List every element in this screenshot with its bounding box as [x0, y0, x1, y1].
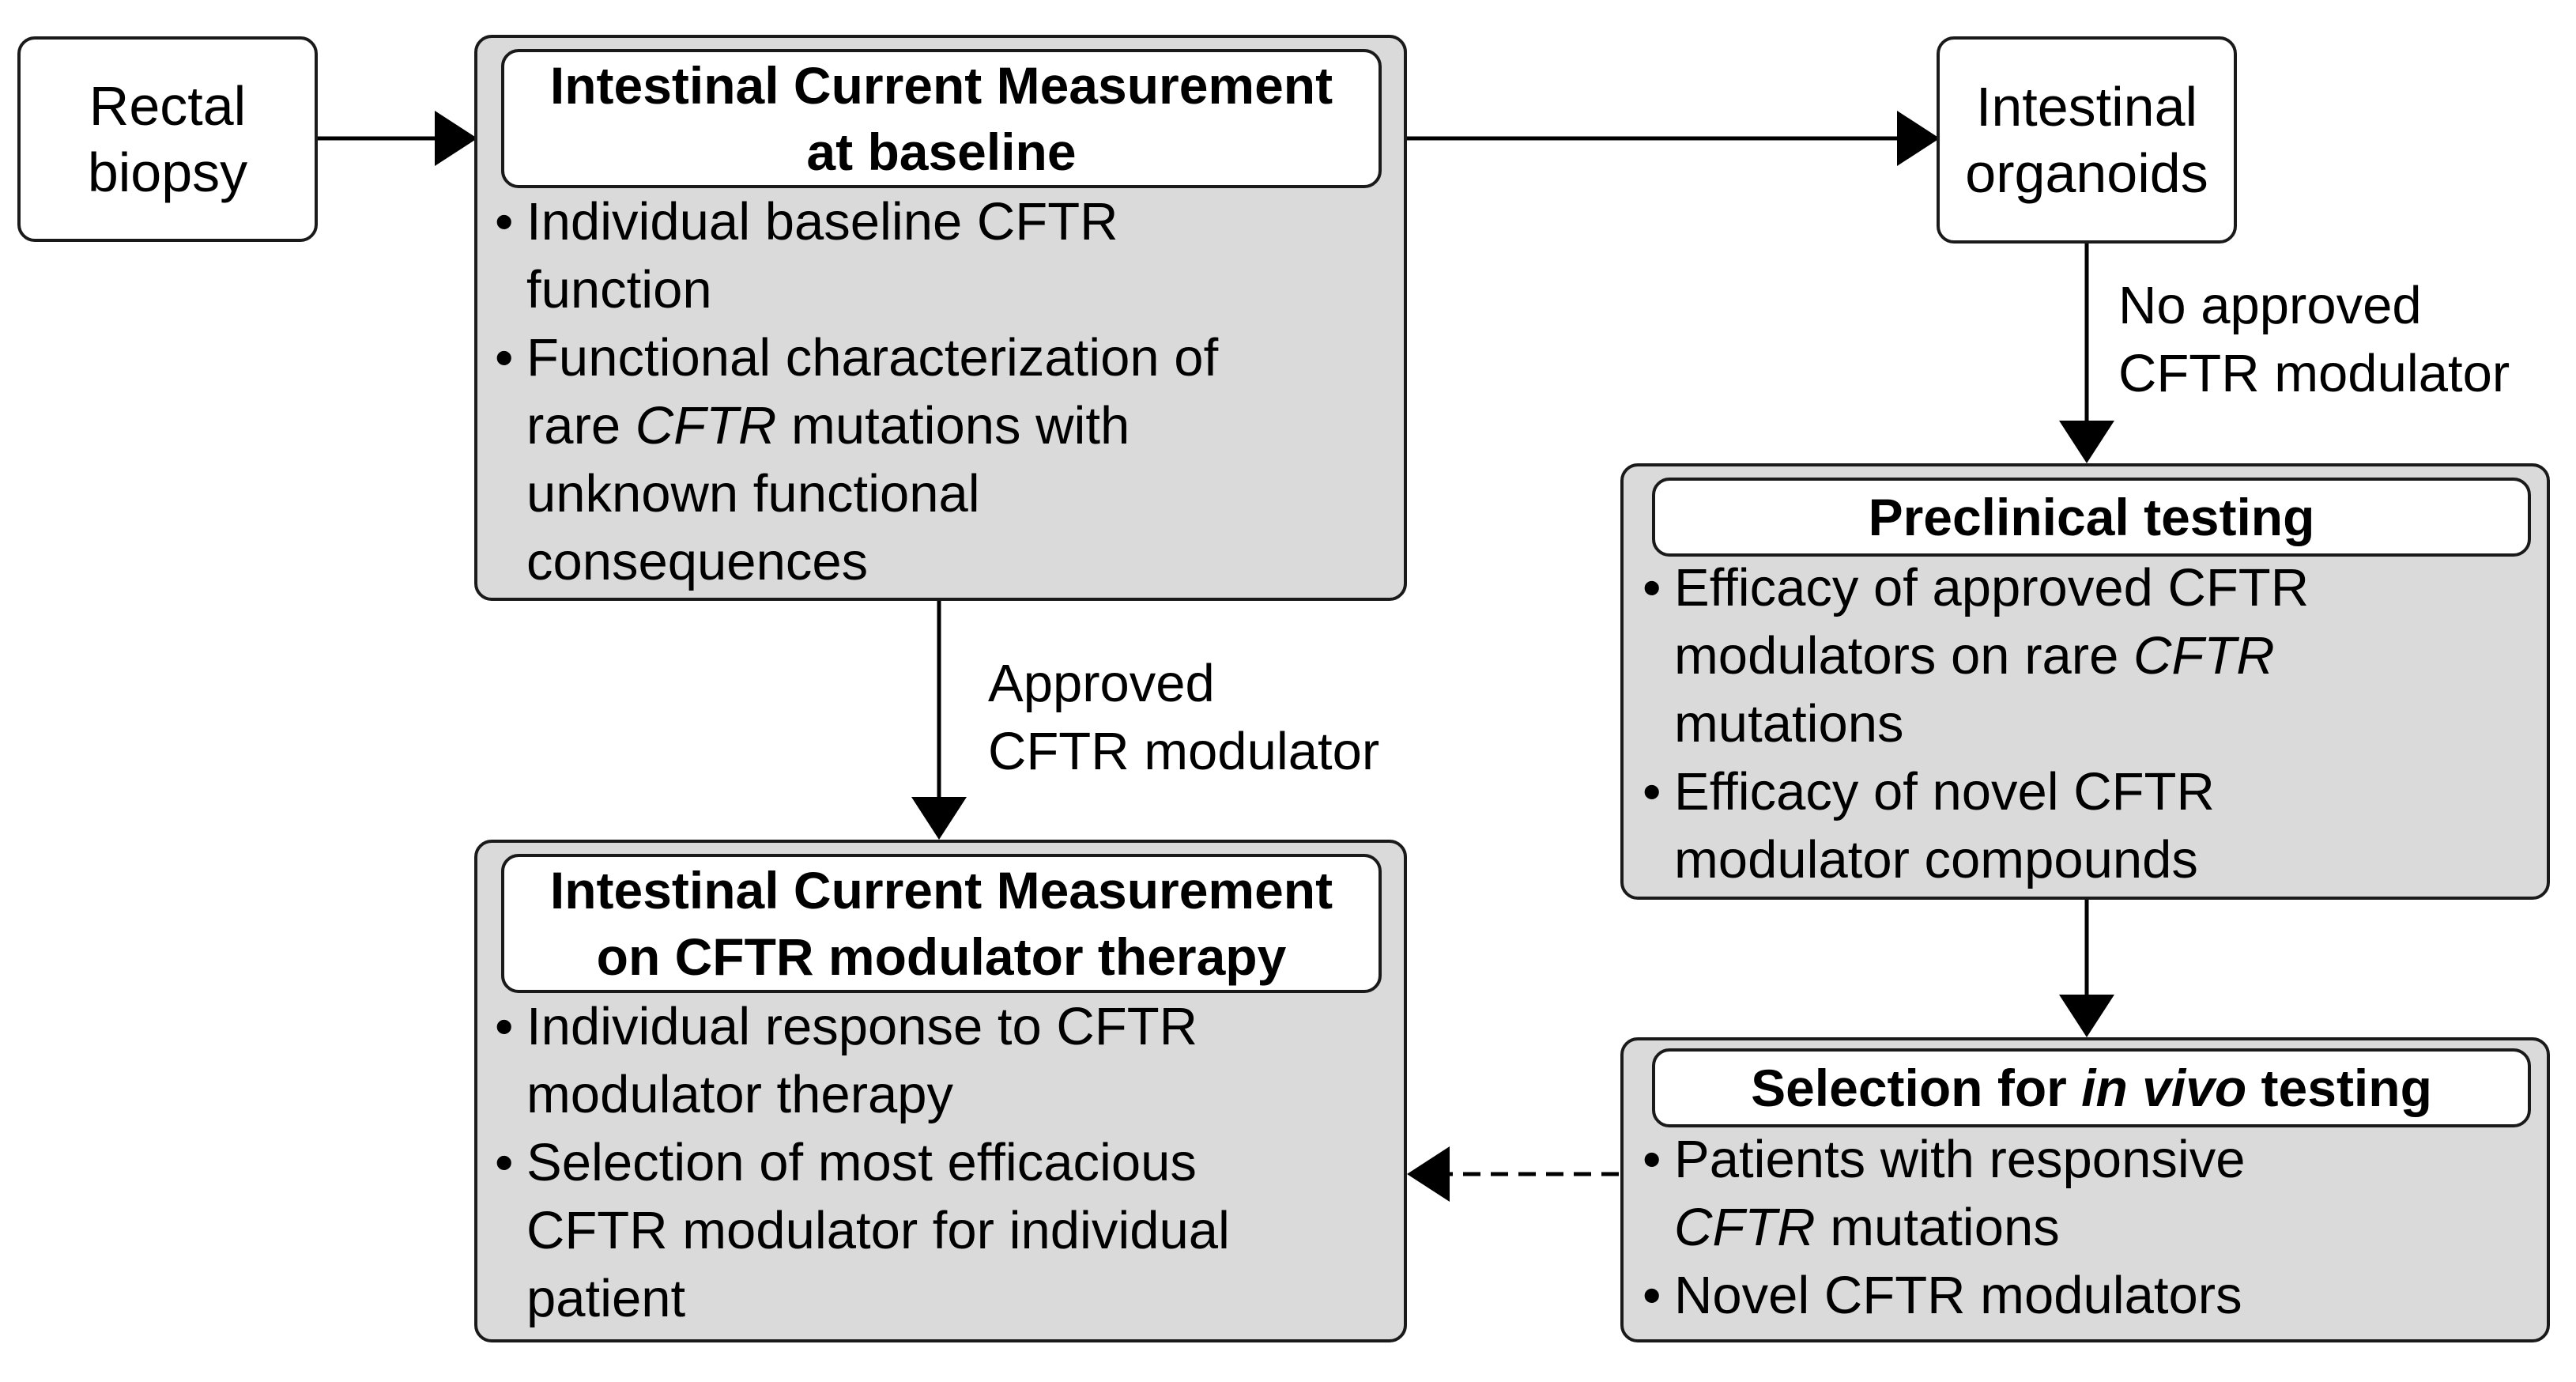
arrow-preclinical-to-selection: [2059, 900, 2114, 1037]
icm-baseline-bullet-text: Functional characterization of: [526, 328, 1219, 387]
selection-bullet-text: Novel CFTR modulators: [1674, 1266, 2242, 1325]
selection-header: Selection for in vivo testing: [1652, 1048, 2531, 1127]
icm-therapy-bullet-text: patient: [526, 1269, 686, 1328]
preclinical-node: Preclinical testing Efficacy of approved…: [1620, 463, 2550, 900]
icm-therapy-bullet-text: Selection of most efficacious: [526, 1133, 1197, 1192]
icm-baseline-header: Intestinal Current Measurement at baseli…: [501, 49, 1382, 188]
preclinical-title: Preclinical testing: [1868, 488, 2315, 546]
icm-baseline-bullet-text: function: [526, 260, 712, 319]
icm-baseline-node: Intestinal Current Measurement at baseli…: [474, 35, 1407, 601]
edge-label-approved: Approved CFTR modulator: [988, 650, 1379, 786]
edge-label-no-approved-line-2: CFTR modulator: [2118, 344, 2510, 403]
organoids-line-2: organoids: [1965, 142, 2208, 204]
preclinical-bullet-item: Efficacy of novel CFTR modulator compound…: [1636, 758, 2537, 894]
icm-baseline-bullet-text: rare: [526, 396, 636, 455]
selection-bullet-item: Novel CFTR modulators: [1636, 1262, 2537, 1330]
preclinical-bullet-text: modulator compounds: [1674, 830, 2198, 889]
dashed-arrow-selection-to-icm-therapy: [1407, 1146, 1619, 1202]
preclinical-bullet-text: Efficacy of novel CFTR: [1674, 762, 2215, 821]
selection-header-text: in vivo: [2081, 1059, 2247, 1117]
selection-header-text: testing: [2246, 1059, 2432, 1117]
preclinical-bullet-text: Efficacy of approved CFTR: [1674, 558, 2310, 617]
edge-label-approved-line-2: CFTR modulator: [988, 722, 1380, 781]
icm-therapy-bullets: Individual response to CFTR modulator the…: [488, 993, 1390, 1333]
icm-baseline-title-line-1: Intestinal Current Measurement: [549, 56, 1333, 115]
icm-therapy-bullet-text: Individual response to CFTR: [526, 997, 1198, 1056]
edge-label-no-approved: No approved CFTR modulator: [2118, 272, 2510, 408]
arrow-icm-baseline-to-icm-therapy: [911, 601, 967, 840]
selection-bullet-text: mutations: [1815, 1198, 2060, 1257]
preclinical-bullet-text: modulators on rare: [1674, 626, 2133, 685]
icm-baseline-bullet-text: mutations with: [776, 396, 1130, 455]
icm-baseline-bullet-text: consequences: [526, 532, 869, 591]
arrow-biopsy-to-icm-baseline: [316, 111, 477, 166]
arrow-organoids-to-preclinical: [2059, 244, 2114, 463]
rectal-biopsy-node: Rectal biopsy: [17, 36, 318, 242]
preclinical-bullet-text: CFTR: [2133, 626, 2275, 685]
preclinical-header: Preclinical testing: [1652, 478, 2531, 557]
rectal-biopsy-line-1: Rectal: [89, 75, 247, 137]
icm-therapy-bullet-text: modulator therapy: [526, 1065, 954, 1124]
rectal-biopsy-line-2: biopsy: [87, 142, 248, 203]
icm-therapy-bullet-item: Individual response to CFTR modulator the…: [488, 993, 1390, 1129]
icm-baseline-bullet-text: CFTR: [635, 396, 777, 455]
selection-bullet-text: CFTR: [1674, 1198, 1816, 1257]
preclinical-bullet-text: mutations: [1674, 694, 1904, 753]
icm-therapy-title-line-1: Intestinal Current Measurement: [549, 861, 1333, 919]
selection-header-text: Selection for: [1751, 1059, 2082, 1117]
icm-baseline-bullet-text: unknown functional: [526, 464, 980, 523]
icm-therapy-title-line-2: on CFTR modulator therapy: [596, 927, 1287, 986]
preclinical-bullet-item: Efficacy of approved CFTR modulators on r…: [1636, 554, 2537, 758]
icm-baseline-bullet-item: Individual baseline CFTR function: [488, 188, 1390, 324]
edge-label-approved-line-1: Approved: [988, 654, 1215, 713]
organoids-node: Intestinal organoids: [1937, 36, 2237, 244]
selection-bullet-text: Patients with responsive: [1674, 1130, 2246, 1189]
icm-baseline-title-line-2: at baseline: [806, 123, 1077, 181]
selection-node: Selection for in vivo testing Patients w…: [1620, 1037, 2550, 1342]
icm-baseline-bullet-text: Individual baseline CFTR: [526, 192, 1118, 251]
arrow-icm-baseline-to-organoids: [1405, 111, 1940, 166]
icm-therapy-header: Intestinal Current Measurement on CFTR m…: [501, 854, 1382, 993]
icm-therapy-node: Intestinal Current Measurement on CFTR m…: [474, 840, 1407, 1342]
edge-label-no-approved-line-1: No approved: [2118, 276, 2422, 335]
preclinical-bullets: Efficacy of approved CFTR modulators on r…: [1636, 554, 2537, 894]
icm-baseline-bullets: Individual baseline CFTR functionFunction…: [488, 188, 1390, 596]
organoids-line-1: Intestinal: [1975, 76, 2198, 138]
icm-therapy-bullet-text: CFTR modulator for individual: [526, 1201, 1230, 1260]
